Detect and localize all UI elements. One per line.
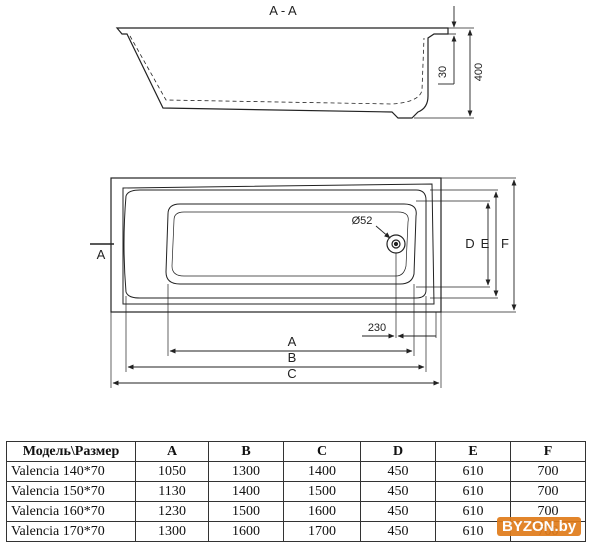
technical-drawing: A - A 30 400 Ø52	[90, 3, 517, 388]
table-cell: 1500	[208, 501, 284, 522]
dim-label-b: B	[288, 350, 297, 365]
tub-inner-rim	[122, 183, 435, 305]
table-cell: 450	[360, 501, 436, 522]
section-view: A - A 30 400	[115, 3, 485, 119]
dim-height-label: 400	[473, 63, 485, 81]
table-cell: 1300	[208, 461, 284, 482]
table-cell: Valencia 150*70	[6, 481, 136, 502]
table-cell: Valencia 170*70	[6, 521, 136, 542]
dim-label-e: E	[481, 236, 490, 251]
table-cell: 1050	[135, 461, 209, 482]
table-cell: 1700	[283, 521, 361, 542]
table-cell: 450	[360, 481, 436, 502]
dim-label-d: D	[465, 236, 474, 251]
tub-bottom	[165, 203, 417, 285]
column-header: B	[208, 441, 284, 462]
table-cell: Valencia 160*70	[6, 501, 136, 522]
table-cell: 450	[360, 521, 436, 542]
plan-view: Ø52 A 230 A B C D E F	[90, 177, 517, 388]
table-row: Valencia 150*70 1130 1400 1500 450 610 7…	[6, 481, 586, 502]
table-cell: Valencia 140*70	[6, 461, 136, 482]
table-cell: 610	[435, 481, 511, 502]
column-header: E	[435, 441, 511, 462]
table-cell: 1600	[208, 521, 284, 542]
column-header: C	[283, 441, 361, 462]
dimensions-table: Модель\Размер A B C D E F Valencia 140*7…	[6, 441, 586, 542]
column-header: A	[135, 441, 209, 462]
watermark-logo: BYZON.by	[497, 517, 582, 536]
table-cell: 1400	[283, 461, 361, 482]
table-cell: 450	[360, 461, 436, 482]
dim-rim-label: 30	[437, 66, 449, 78]
section-marker-label: A	[97, 247, 106, 262]
column-header: F	[510, 441, 586, 462]
tub-section-outline	[115, 27, 449, 119]
table-cell: 1400	[208, 481, 284, 502]
section-title: A - A	[269, 3, 297, 18]
tub-outer-rim	[110, 177, 442, 313]
column-header: Модель\Размер	[6, 441, 136, 462]
dim-label-a: A	[288, 334, 297, 349]
table-row: Valencia 140*70 1050 1300 1400 450 610 7…	[6, 461, 586, 482]
tub-inner-line	[129, 35, 425, 105]
table-cell: 610	[435, 461, 511, 482]
table-cell: 1600	[283, 501, 361, 522]
table-cell: 1130	[135, 481, 209, 502]
table-cell: 1300	[135, 521, 209, 542]
dim-label-c: C	[287, 366, 296, 381]
table-cell: 700	[510, 481, 586, 502]
dim-label-f: F	[501, 236, 509, 251]
column-header: D	[360, 441, 436, 462]
table-header-row: Модель\Размер A B C D E F	[6, 441, 586, 462]
dim-drain-offset-label: 230	[368, 322, 386, 334]
drain-label: Ø52	[352, 215, 373, 227]
table-cell: 1230	[135, 501, 209, 522]
tub-basin-contour	[123, 189, 427, 299]
table-cell: 1500	[283, 481, 361, 502]
table-cell: 700	[510, 461, 586, 482]
